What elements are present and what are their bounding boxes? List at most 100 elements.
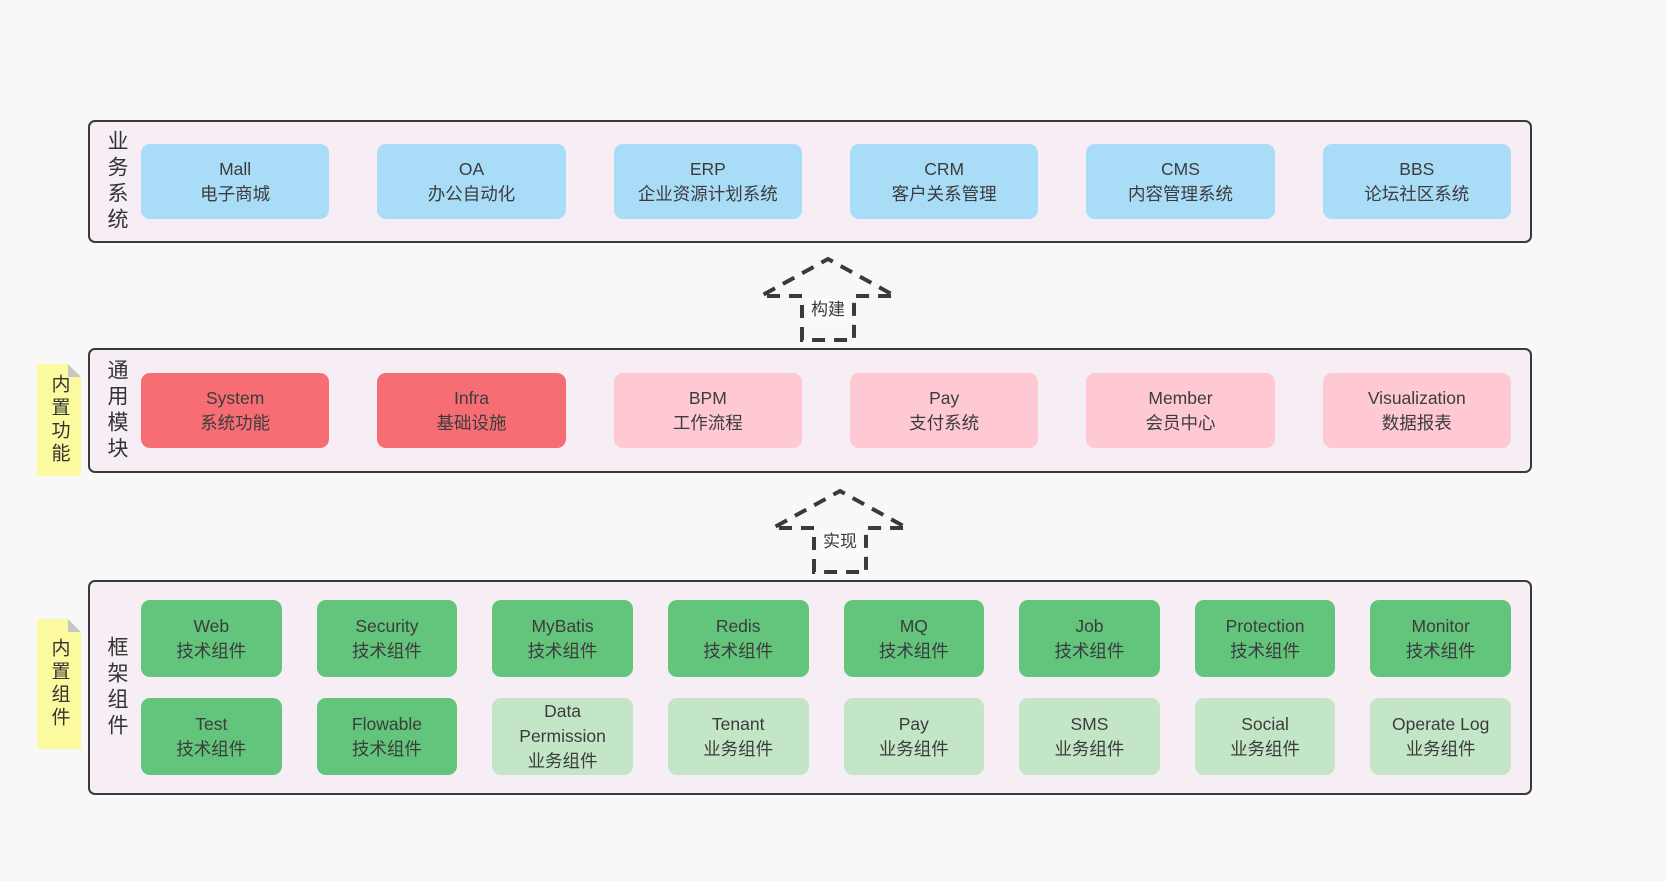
box-subtitle: 电子商城 bbox=[200, 183, 271, 204]
arrow-label-build: 构建 bbox=[807, 299, 849, 322]
box-title: ERP bbox=[689, 158, 726, 179]
box-title: BPM bbox=[688, 387, 727, 408]
box-system: System 系统功能 bbox=[141, 373, 330, 448]
box-visualization: Visualization 数据报表 bbox=[1322, 373, 1511, 448]
box-subtitle: 业务组件 bbox=[1230, 738, 1301, 759]
box-title: OA bbox=[458, 158, 485, 179]
box-title: MyBatis bbox=[531, 615, 594, 636]
box-sms: SMS 业务组件 bbox=[1019, 698, 1160, 775]
box-title: Protection bbox=[1225, 615, 1305, 636]
panel-business-systems: 业务系统 Mall 电子商城 OA 办公自动化 ERP 企业资源计划系统 CRM… bbox=[88, 120, 1532, 243]
box-title: Social bbox=[1241, 713, 1289, 734]
box-subtitle: 会员中心 bbox=[1145, 412, 1216, 433]
box-subtitle: 数据报表 bbox=[1381, 412, 1452, 433]
box-title: Redis bbox=[715, 615, 761, 636]
box-title: Pay bbox=[898, 713, 929, 734]
module-box-row: System 系统功能 Infra 基础设施 BPM 工作流程 Pay 支付系统… bbox=[141, 373, 1511, 448]
box-title: Web bbox=[193, 615, 230, 636]
box-member: Member 会员中心 bbox=[1086, 373, 1275, 448]
box-title: MQ bbox=[899, 615, 928, 636]
box-subtitle: 技术组件 bbox=[176, 738, 247, 759]
panel-side-label-modules: 通用模块 bbox=[105, 358, 128, 463]
box-title: SMS bbox=[1070, 713, 1109, 734]
box-title: Visualization bbox=[1367, 387, 1466, 408]
box-flowable: Flowable 技术组件 bbox=[316, 698, 458, 775]
box-subtitle: 业务组件 bbox=[878, 738, 949, 759]
box-subtitle: 技术组件 bbox=[351, 640, 422, 661]
box-cms: CMS 内容管理系统 bbox=[1086, 144, 1275, 219]
box-tenant: Tenant 业务组件 bbox=[667, 698, 809, 775]
box-title: BBS bbox=[1399, 158, 1435, 179]
box-title: Security bbox=[355, 615, 419, 636]
box-title: CRM bbox=[924, 158, 965, 179]
box-title: Tenant bbox=[711, 713, 765, 734]
sticky-note-built-in-features: 内置功能 bbox=[37, 364, 81, 476]
sticky-label: 内置组件 bbox=[48, 638, 70, 730]
box-security: Security 技术组件 bbox=[316, 600, 458, 677]
business-box-row: Mall 电子商城 OA 办公自动化 ERP 企业资源计划系统 CRM 客户关系… bbox=[141, 144, 1511, 219]
up-arrow-implement-icon: 实现 bbox=[770, 488, 910, 574]
box-subtitle: 技术组件 bbox=[351, 738, 422, 759]
box-bbs: BBS 论坛社区系统 bbox=[1322, 144, 1511, 219]
box-subtitle: 业务组件 bbox=[1405, 738, 1476, 759]
panel-side-label-components: 框架组件 bbox=[105, 635, 128, 740]
box-redis: Redis 技术组件 bbox=[667, 600, 809, 677]
box-subtitle: 基础设施 bbox=[436, 412, 507, 433]
box-pay-system: Pay 支付系统 bbox=[849, 373, 1039, 448]
box-subtitle: 论坛社区系统 bbox=[1364, 183, 1470, 204]
box-subtitle: 技术组件 bbox=[527, 640, 598, 661]
box-pay-component: Pay 业务组件 bbox=[843, 698, 985, 775]
box-subtitle: 技术组件 bbox=[1054, 640, 1125, 661]
box-title: System bbox=[205, 387, 265, 408]
box-job: Job 技术组件 bbox=[1019, 600, 1160, 677]
box-infra: Infra 基础设施 bbox=[377, 373, 566, 448]
panel-side-label-business: 业务系统 bbox=[105, 129, 128, 234]
component-grid: Web 技术组件 Security 技术组件 MyBatis 技术组件 Redi… bbox=[141, 600, 1511, 775]
box-subtitle: 技术组件 bbox=[878, 640, 949, 661]
box-subtitle: 客户关系管理 bbox=[891, 183, 997, 204]
box-monitor: Monitor 技术组件 bbox=[1370, 600, 1511, 677]
panel-framework-components: 框架组件 Web 技术组件 Security 技术组件 MyBatis 技术组件… bbox=[88, 580, 1532, 795]
box-erp: ERP 企业资源计划系统 bbox=[613, 144, 802, 219]
box-subtitle: 技术组件 bbox=[703, 640, 774, 661]
box-subtitle: 工作流程 bbox=[672, 412, 743, 433]
box-subtitle: 系统功能 bbox=[200, 412, 271, 433]
box-title: Pay bbox=[929, 387, 960, 408]
sticky-note-built-in-components: 内置组件 bbox=[37, 619, 81, 749]
box-subtitle: 技术组件 bbox=[1230, 640, 1301, 661]
component-row-2: Test 技术组件 Flowable 技术组件 Data Permission … bbox=[141, 698, 1511, 775]
box-title: Job bbox=[1075, 615, 1104, 636]
box-protection: Protection 技术组件 bbox=[1194, 600, 1336, 677]
box-mall: Mall 电子商城 bbox=[141, 144, 330, 219]
box-title: Data Permission bbox=[519, 701, 606, 747]
box-title: Mall bbox=[219, 158, 252, 179]
box-subtitle: 办公自动化 bbox=[427, 183, 516, 204]
box-mq: MQ 技术组件 bbox=[843, 600, 985, 677]
box-test: Test 技术组件 bbox=[141, 698, 282, 775]
component-row-1: Web 技术组件 Security 技术组件 MyBatis 技术组件 Redi… bbox=[141, 600, 1511, 677]
sticky-label: 内置功能 bbox=[48, 374, 70, 466]
box-web: Web 技术组件 bbox=[141, 600, 282, 677]
box-title: CMS bbox=[1161, 158, 1200, 179]
box-subtitle: 内容管理系统 bbox=[1127, 183, 1233, 204]
box-subtitle: 业务组件 bbox=[527, 750, 598, 771]
box-subtitle: 技术组件 bbox=[176, 640, 247, 661]
box-title: Test bbox=[195, 713, 228, 734]
box-title: Monitor bbox=[1411, 615, 1470, 636]
arrow-label-implement: 实现 bbox=[819, 531, 861, 554]
box-title: Member bbox=[1148, 387, 1213, 408]
box-title: Operate Log bbox=[1392, 713, 1490, 734]
box-subtitle: 业务组件 bbox=[1054, 738, 1125, 759]
panel-common-modules: 通用模块 System 系统功能 Infra 基础设施 BPM 工作流程 Pay… bbox=[88, 348, 1532, 473]
box-subtitle: 技术组件 bbox=[1405, 640, 1476, 661]
box-operate-log: Operate Log 业务组件 bbox=[1370, 698, 1511, 775]
up-arrow-build-icon: 构建 bbox=[758, 256, 898, 342]
box-subtitle: 支付系统 bbox=[909, 412, 980, 433]
box-title: Flowable bbox=[351, 713, 422, 734]
box-mybatis: MyBatis 技术组件 bbox=[492, 600, 633, 677]
box-data-permission: Data Permission 业务组件 bbox=[492, 698, 633, 775]
box-subtitle: 企业资源计划系统 bbox=[637, 183, 778, 204]
box-bpm: BPM 工作流程 bbox=[613, 373, 802, 448]
box-social: Social 业务组件 bbox=[1194, 698, 1336, 775]
box-title: Infra bbox=[453, 387, 489, 408]
